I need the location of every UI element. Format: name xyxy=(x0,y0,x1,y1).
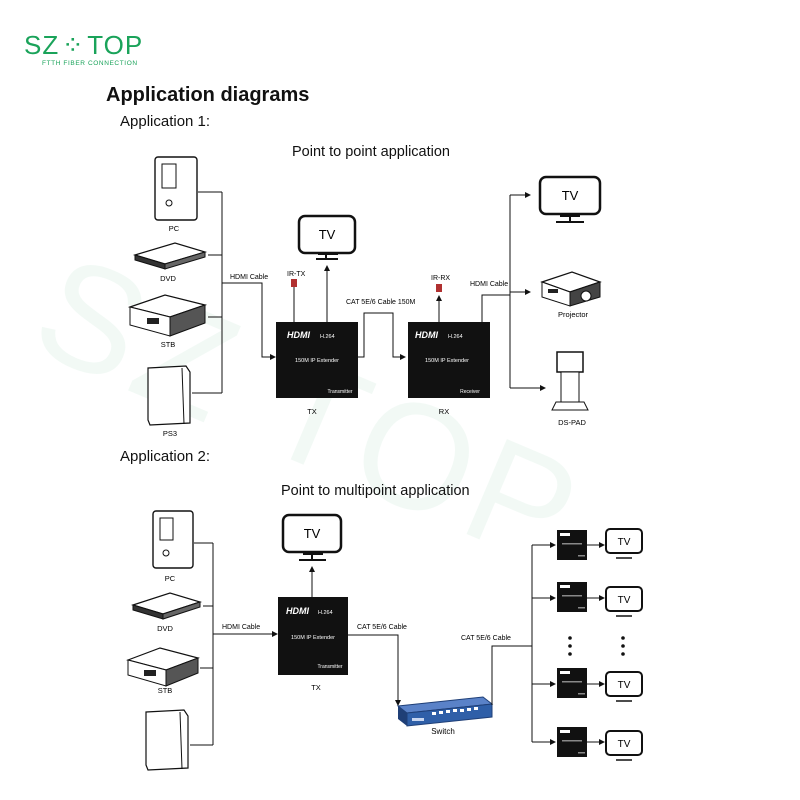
tx-model: 150M IP Extender xyxy=(295,358,339,364)
app1-hdmi-cable-right: HDMI Cable xyxy=(470,281,508,288)
ellipsis-dots xyxy=(568,636,625,656)
logo-dots-icon: ⁘ xyxy=(61,30,85,60)
app2-source-label: DVD xyxy=(157,624,173,633)
mini-receiver xyxy=(557,668,587,698)
mini-receiver xyxy=(557,582,587,612)
tx-caption: TX xyxy=(307,407,317,416)
app2-source-bus xyxy=(190,542,278,746)
app1-label: Application 1: xyxy=(120,113,211,130)
app2-tv-label: TV xyxy=(304,526,321,541)
tv-icon xyxy=(281,513,343,561)
ir-rx-label: IR-RX xyxy=(431,275,450,282)
mini-receiver xyxy=(557,530,587,560)
receiver-tv-label: TV xyxy=(618,595,631,606)
app2-cat-cable-left: CAT 5E/6 Cable xyxy=(357,624,407,631)
app1-source-bus xyxy=(192,191,276,394)
app2-label: Application 2: xyxy=(120,448,211,465)
logo-text-right: TOP xyxy=(87,30,144,60)
app1-source-label: PC xyxy=(169,224,180,233)
app1-output-label: Projector xyxy=(558,310,589,319)
pc-icon xyxy=(152,510,194,569)
app1-cat-cable: CAT 5E/6 Cable 150M xyxy=(346,299,416,306)
logo-subtitle: FTTH FIBER CONNECTION xyxy=(42,60,138,67)
tx-caption: TX xyxy=(311,683,321,692)
rx-role: Receiver xyxy=(460,389,480,395)
tv-icon xyxy=(538,175,602,223)
receiver-tv-label: TV xyxy=(618,537,631,548)
stb-icon xyxy=(127,294,208,337)
mini-receiver xyxy=(557,727,587,757)
ir-tx-label: IR-TX xyxy=(287,271,306,278)
tx-codec: H.264 xyxy=(320,334,335,340)
receiver-tv-label: TV xyxy=(618,739,631,750)
rx-codec: H.264 xyxy=(448,334,463,340)
ir-tx-sensor-icon xyxy=(291,279,297,323)
receiver-tv-label: TV xyxy=(618,680,631,691)
app2-source-label: PC xyxy=(165,574,176,583)
app1-cat-link xyxy=(358,312,406,360)
network-switch-icon xyxy=(396,696,494,727)
app2-cat-cable-right: CAT 5E/6 Cable xyxy=(461,635,511,642)
app1-tv-label: TV xyxy=(319,227,336,242)
rx-box: HDMI H.264 150M IP Extender Receiver xyxy=(408,322,490,398)
tx-brand: HDMI xyxy=(287,330,310,340)
app2-hdmi-cable: HDMI Cable xyxy=(222,624,260,631)
tv-icon xyxy=(605,671,643,702)
ds-pad-icon xyxy=(551,351,589,411)
tx-box: HDMI H.264 150M IP Extender Transmitter xyxy=(278,597,348,675)
app2-cat-link-left xyxy=(348,634,401,706)
ps3-icon xyxy=(147,365,191,426)
stb-icon xyxy=(126,647,200,687)
receiver-links xyxy=(587,542,605,745)
ps3-icon xyxy=(145,709,189,771)
app1-source-label: STB xyxy=(161,340,176,349)
app2-title: Point to multipoint application xyxy=(281,483,470,499)
tx-model: 150M IP Extender xyxy=(291,635,335,641)
page-title: Application diagrams xyxy=(106,84,310,106)
app1-source-label: DVD xyxy=(160,274,176,283)
app2-source-label: STB xyxy=(158,686,173,695)
app1-output-bus xyxy=(481,192,546,391)
tx-codec: H.264 xyxy=(318,610,333,616)
app1-hdmi-cable-left: HDMI Cable xyxy=(230,274,268,281)
rx-caption: RX xyxy=(439,407,449,416)
rx-model: 150M IP Extender xyxy=(425,358,469,364)
brand-logo: SZ⁘TOP xyxy=(24,30,143,61)
tv-icon xyxy=(605,730,643,761)
tv-icon xyxy=(605,586,643,617)
app1-source-label: PS3 xyxy=(163,429,177,438)
dvd-icon xyxy=(130,592,203,620)
ir-rx-sensor-icon xyxy=(436,284,442,322)
tx-role: Transmitter xyxy=(327,389,352,395)
app2-receiver-bus xyxy=(491,542,556,745)
switch-label: Switch xyxy=(431,727,455,736)
app1-title: Point to point application xyxy=(292,144,450,160)
tx-brand: HDMI xyxy=(286,606,309,616)
app1-output-label: DS-PAD xyxy=(558,418,586,427)
tx-box: HDMI H.264 150M IP Extender Transmitter xyxy=(276,322,358,398)
logo-text-left: SZ xyxy=(24,30,60,60)
app1-output-label: TV xyxy=(562,188,579,203)
tv-icon xyxy=(297,214,357,260)
rx-brand: HDMI xyxy=(415,330,438,340)
tx-role: Transmitter xyxy=(317,664,342,670)
projector-icon xyxy=(540,271,602,307)
pc-icon xyxy=(154,156,198,221)
tv-icon xyxy=(605,528,643,559)
dvd-icon xyxy=(132,242,208,270)
